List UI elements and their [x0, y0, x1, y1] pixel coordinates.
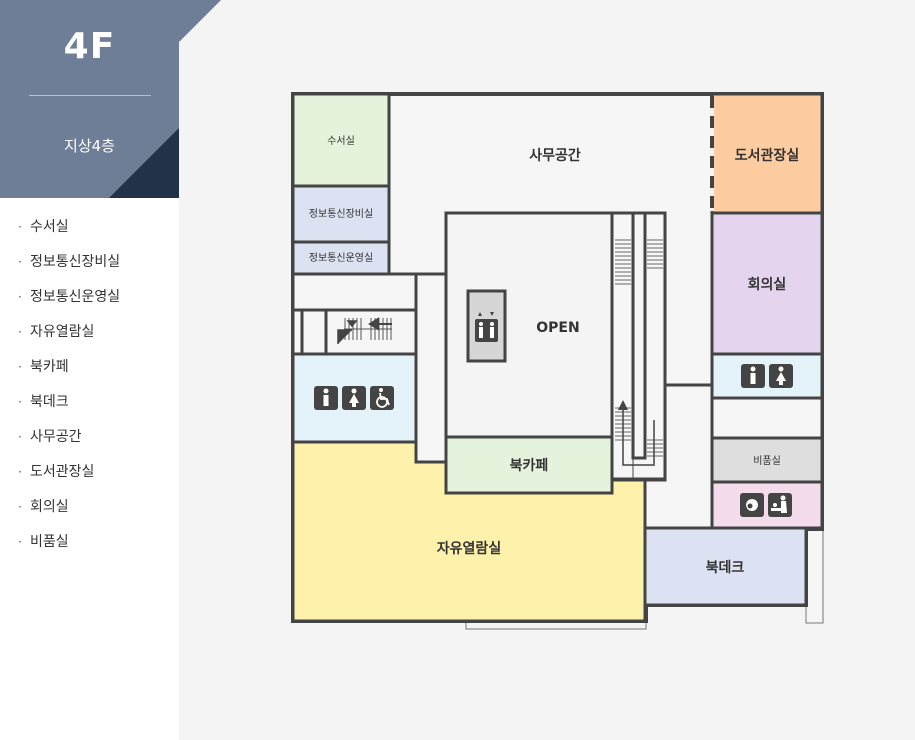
stair-lane: [611, 212, 634, 480]
label-open: OPEN: [536, 320, 579, 336]
floor-header: 4F 지상4층: [0, 0, 179, 198]
stairs-arrow-icon: [618, 400, 628, 410]
label-bukdeck: 북데크: [706, 560, 745, 576]
restroom-left[interactable]: [291, 352, 418, 444]
room-list-item[interactable]: ·자유열람실: [18, 324, 95, 340]
side-ledge: [805, 528, 824, 624]
label-jeongbo-unyeong: 정보통신운영실: [309, 252, 373, 264]
room-bukdeck[interactable]: [643, 526, 808, 607]
room-list-item[interactable]: ·회의실: [18, 499, 69, 515]
label-jeongbo-jangbi: 정보통신장비실: [309, 208, 373, 220]
room-bipum[interactable]: [710, 436, 824, 484]
corridor-right: [710, 396, 824, 440]
elevator-icon: [475, 312, 498, 342]
corridor-left: [291, 272, 418, 312]
room-list-item[interactable]: ·북카페: [18, 359, 69, 375]
stairs-right: [615, 239, 663, 457]
room-list: ·수서실 ·정보통신장비실 ·정보통신운영실 ·자유열람실 ·북카페 ·북데크 …: [18, 217, 120, 567]
label-bookcafe: 북카페: [510, 458, 549, 474]
restroom-right[interactable]: [710, 352, 824, 400]
room-list-item[interactable]: ·정보통신장비실: [18, 254, 121, 270]
floor-subtitle: 지상4층: [64, 137, 115, 155]
stair-core: [631, 211, 647, 460]
floor-title: 4F: [63, 26, 116, 67]
restroom-icons-left: [314, 386, 394, 410]
header-corner-decoration: [109, 128, 179, 198]
stairs-arrow-icon: [368, 317, 392, 331]
room-list-item[interactable]: ·비품실: [18, 534, 69, 550]
label-gwanjang: 도서관장실: [735, 147, 799, 164]
label-hoeui: 회의실: [748, 276, 787, 293]
nursing-icons: [740, 493, 792, 517]
label-suseo: 수서실: [327, 135, 355, 147]
label-yeollam: 자유열람실: [437, 540, 501, 557]
shaft: [300, 308, 328, 356]
room-list-item[interactable]: ·사무공간: [18, 429, 82, 445]
room-list-item[interactable]: ·도서관장실: [18, 464, 95, 480]
room-list-item[interactable]: ·정보통신운영실: [18, 289, 121, 305]
stairs-arrow-icon: [337, 320, 358, 344]
room-hoeui[interactable]: [710, 211, 824, 356]
room-list-item[interactable]: ·수서실: [18, 219, 69, 235]
header-tab-decoration: [179, 0, 221, 42]
room-gwanjang[interactable]: [710, 92, 824, 215]
stairs-left: [344, 318, 392, 340]
label-samu: 사무공간: [529, 147, 581, 164]
stairs-path: [622, 408, 655, 466]
room-list-item[interactable]: ·북데크: [18, 394, 69, 410]
label-bipum: 비품실: [753, 455, 781, 467]
floor-divider: [29, 95, 151, 96]
restroom-icons-right: [741, 364, 793, 388]
sidebar: 4F 지상4층 ·수서실 ·정보통신장비실 ·정보통신운영실 ·자유열람실 ·북…: [0, 0, 179, 740]
diaper-changing-icon: [768, 493, 792, 517]
nursing-room[interactable]: [710, 480, 824, 530]
